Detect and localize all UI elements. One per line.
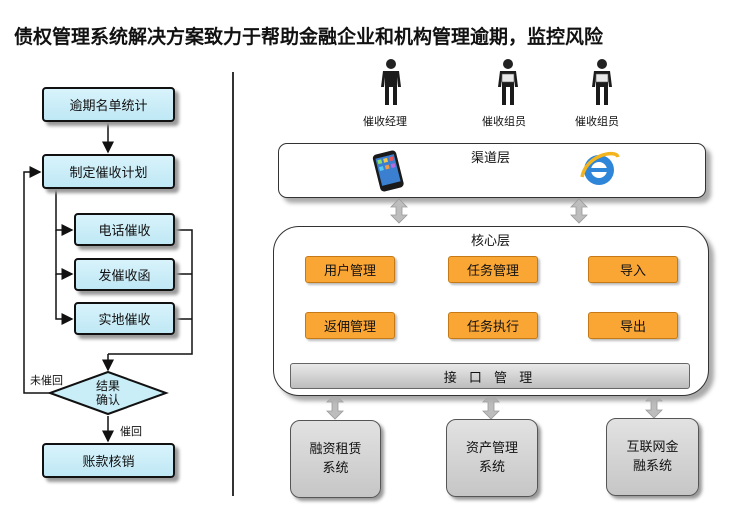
role-label-member: 催收组员 <box>575 115 619 128</box>
module-task-management: 任务管理 <box>448 256 538 283</box>
vertical-divider <box>232 72 234 496</box>
decision-line2: 确认 <box>95 393 120 407</box>
role-label-member: 催收组员 <box>482 115 526 128</box>
channel-layer-title: 渠道层 <box>471 151 511 166</box>
decision-line1: 结果 <box>95 379 120 393</box>
flow-sub-letter-collection: 发催收函 <box>74 258 175 291</box>
role-label-manager: 催收经理 <box>363 115 407 128</box>
decision-label: 结果 确认 <box>78 379 138 407</box>
flow-sub-onsite-collection: 实地催收 <box>74 302 175 335</box>
interface-management-bar: 接 口 管 理 <box>290 363 690 389</box>
channel-layer-panel <box>278 143 706 198</box>
person-icon <box>592 59 612 105</box>
smartphone-icon <box>372 150 404 192</box>
system-name-line1: 资产管理 <box>465 441 518 456</box>
core-layer-title: 核心层 <box>471 234 511 249</box>
collected-label: 催回 <box>120 425 142 438</box>
module-commission-management: 返佣管理 <box>305 312 395 339</box>
system-internet-finance: 互联网金 融系统 <box>606 418 699 496</box>
system-financial-leasing: 融资租赁 系统 <box>290 420 381 498</box>
flow-step-collection-plan: 制定催收计划 <box>42 154 175 189</box>
not-collected-label: 未催回 <box>30 374 63 387</box>
module-user-management: 用户管理 <box>305 256 395 283</box>
page-title: 债权管理系统解决方案致力于帮助金融企业和机构管理逾期，监控风险 <box>14 26 604 48</box>
decision-diamond <box>47 370 169 416</box>
flow-sub-phone-collection: 电话催收 <box>74 213 175 246</box>
system-name-line2: 系统 <box>478 460 505 475</box>
flow-step-write-off: 账款核销 <box>42 443 175 478</box>
system-asset-management: 资产管理 系统 <box>446 419 538 497</box>
person-icon <box>381 59 401 105</box>
internet-explorer-icon <box>580 151 620 185</box>
system-name-line1: 融资租赁 <box>309 442 362 457</box>
system-name-line2: 融系统 <box>632 459 672 474</box>
module-import: 导入 <box>588 256 678 283</box>
person-icon <box>498 59 518 105</box>
system-name-line2: 系统 <box>322 461 349 476</box>
system-name-line1: 互联网金 <box>626 440 679 455</box>
module-export: 导出 <box>588 312 678 339</box>
flow-step-overdue-list: 逾期名单统计 <box>42 87 175 122</box>
module-task-execution: 任务执行 <box>448 312 538 339</box>
